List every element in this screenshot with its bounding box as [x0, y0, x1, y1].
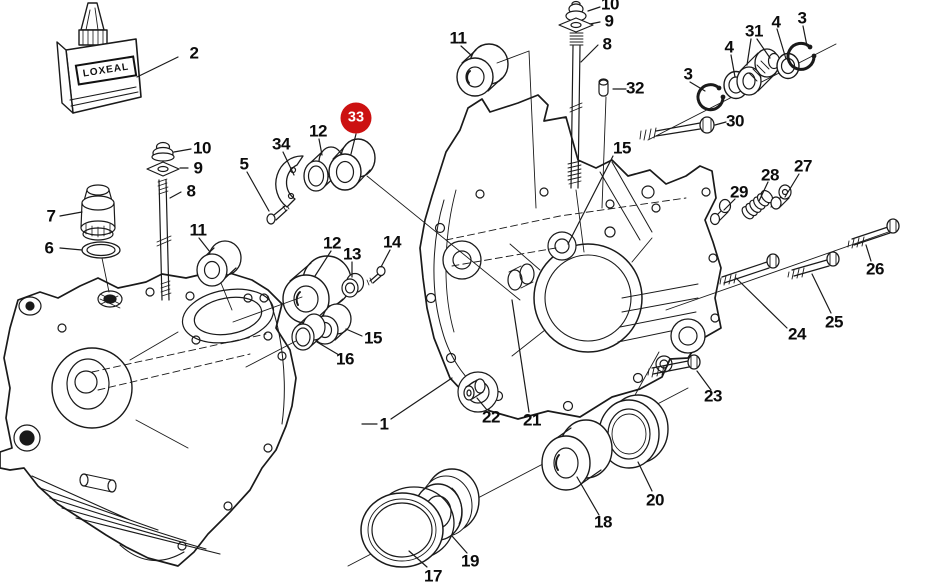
seal-ring-20: [598, 394, 669, 469]
stud-8-left: [156, 178, 172, 301]
washer-9-left: [146, 161, 180, 177]
bolts-axis-line: [665, 228, 898, 311]
bearing-18: [541, 419, 613, 491]
left-crankcase-half: [0, 269, 297, 567]
bottle-brand-text: LOXEAL: [82, 61, 130, 80]
circlip-3-right: [786, 41, 817, 71]
o-ring-6: [81, 241, 121, 259]
bushing-16: [291, 313, 326, 351]
stud-8-top: [558, 0, 594, 189]
bearing-11-left: [196, 240, 242, 287]
screw-5: [266, 203, 290, 225]
pin-32: [598, 78, 609, 97]
nut-10-left: [151, 141, 175, 162]
ring-17: [360, 486, 455, 568]
bolt-23: [647, 354, 701, 378]
dowel-22: [463, 378, 486, 401]
bolt-24: [719, 253, 780, 286]
retainer-plate-34: [275, 155, 304, 208]
leader-lines: [59, 6, 872, 568]
circlip-3-left: [696, 83, 726, 112]
bearing-33-highlighted: [328, 138, 376, 191]
right-crankcase-half: [419, 94, 722, 420]
oil-filler-cap-7: [80, 184, 116, 241]
spring-28: [741, 189, 774, 220]
bolt-25: [787, 251, 840, 280]
needle-bearing-31: [736, 48, 781, 96]
plug-29: [709, 198, 732, 226]
bearing-11-top: [456, 43, 509, 97]
alignment-lines: [101, 50, 607, 368]
nut-13: [341, 272, 365, 298]
screw-14: [366, 265, 386, 286]
bolt-30: [639, 116, 715, 141]
screw-plug-27: [770, 184, 792, 210]
bolt-26: [847, 218, 900, 249]
bearing-12-mid: [282, 255, 352, 324]
